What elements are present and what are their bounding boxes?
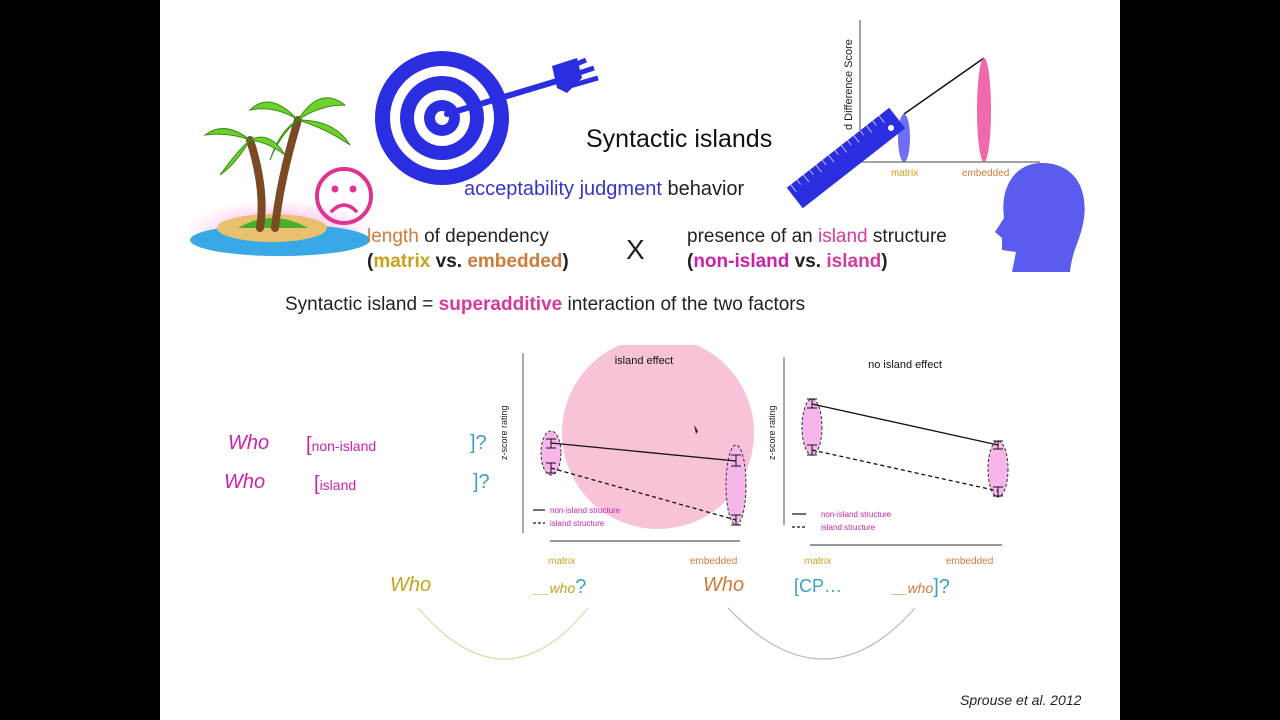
bottom-who-1: Who bbox=[390, 574, 432, 596]
factor-island: presence of an island structure bbox=[687, 226, 947, 248]
difference-score-y-label: d Difference Score bbox=[843, 39, 855, 130]
island-label: island bbox=[319, 477, 357, 493]
example-island: Who bbox=[224, 471, 265, 494]
factor-length-levels: (matrix vs. embedded) bbox=[367, 251, 569, 273]
no-island-legend-solid: non-island structure bbox=[821, 510, 892, 519]
island-suffix: structure bbox=[872, 226, 947, 247]
dependency-arcs bbox=[417, 607, 916, 660]
level-island: island bbox=[826, 251, 882, 272]
paren-close: ) bbox=[562, 251, 569, 272]
no-island-chart-title: no island effect bbox=[868, 359, 942, 371]
difference-score-chart: d Difference Score matrix embedded bbox=[843, 20, 1040, 179]
top-chart-matrix-tick: matrix bbox=[891, 168, 918, 179]
island-bracket: [island bbox=[314, 473, 356, 496]
bottom-cp-bracket: [CP… bbox=[794, 576, 843, 596]
citation: Sprouse et al. 2012 bbox=[960, 692, 1082, 708]
open-bracket: [ bbox=[314, 473, 320, 495]
subtitle-rest: behavior bbox=[667, 178, 745, 200]
dependency-arc-1 bbox=[417, 607, 589, 660]
island-prefix: presence of an bbox=[687, 226, 813, 247]
highlight-circle bbox=[562, 345, 754, 529]
island-chart-y-label: z-score rating bbox=[499, 405, 509, 460]
target-icon bbox=[375, 51, 599, 185]
factor-length: length of dependency bbox=[367, 226, 549, 248]
island-close: ]? bbox=[473, 471, 490, 493]
no-island-chart-matrix-tick: matrix bbox=[804, 556, 831, 567]
subtitle-highlight: acceptability judgment bbox=[464, 178, 662, 200]
subtitle: acceptability judgment behavior bbox=[464, 178, 744, 201]
no-island-legend-dashed: island structure bbox=[821, 523, 876, 532]
paren-close-2: ) bbox=[881, 251, 888, 272]
paren-open: ( bbox=[367, 251, 374, 272]
slide-title: Syntactic islands bbox=[586, 125, 773, 153]
vs-word-2: vs. bbox=[794, 251, 822, 272]
bottom-gap-2: __who]? bbox=[892, 576, 950, 599]
length-rest: of dependency bbox=[424, 226, 549, 247]
island-legend-dashed: island structure bbox=[550, 519, 605, 528]
example-non-island: Who bbox=[228, 432, 269, 455]
no-island-chart-embedded-tick: embedded bbox=[946, 556, 993, 567]
times-symbol: X bbox=[626, 234, 645, 265]
level-non-island: non-island bbox=[693, 251, 790, 272]
island-word: island bbox=[817, 226, 868, 247]
length-word: length bbox=[367, 226, 419, 247]
vs-word: vs. bbox=[435, 251, 463, 272]
definition: Syntactic island = superadditive interac… bbox=[285, 294, 805, 316]
no-island-chart-y-label: z-score rating bbox=[767, 405, 777, 460]
island-chart-embedded-tick: embedded bbox=[690, 556, 737, 567]
non-island-label: non-island bbox=[311, 438, 377, 454]
island-chart-title: island effect bbox=[615, 355, 674, 367]
gap-who-2: __who bbox=[892, 580, 934, 596]
island-legend-solid: non-island structure bbox=[550, 506, 621, 515]
definition-prefix: Syntactic island = bbox=[285, 294, 434, 315]
gap-close-2: ]? bbox=[933, 576, 950, 598]
non-island-bracket: [non-island bbox=[306, 434, 376, 457]
head-icon bbox=[995, 163, 1085, 272]
open-bracket: [ bbox=[306, 434, 312, 456]
island-chart-matrix-tick: matrix bbox=[548, 556, 575, 567]
island-effect-chart: island effect z-score rating non-island … bbox=[499, 345, 754, 567]
gap-question-1: ? bbox=[575, 576, 587, 598]
top-chart-embedded-tick: embedded bbox=[962, 168, 1009, 179]
bottom-gap-1: __who? bbox=[534, 576, 586, 599]
sad-face-icon bbox=[315, 167, 373, 225]
gap-who-1: __who bbox=[534, 580, 576, 596]
no-island-effect-chart: no island effect z-score rating non-isla… bbox=[767, 357, 1009, 567]
slide: Syntactic islands acceptability judgment… bbox=[160, 0, 1120, 720]
definition-suffix: interaction of the two factors bbox=[567, 294, 806, 315]
definition-keyword: superadditive bbox=[438, 294, 563, 315]
who-word: Who bbox=[224, 471, 266, 493]
level-matrix: matrix bbox=[373, 251, 431, 272]
level-embedded: embedded bbox=[467, 251, 563, 272]
non-island-close: ]? bbox=[470, 432, 487, 454]
bottom-who-2: Who bbox=[703, 574, 745, 596]
dependency-arc-2 bbox=[727, 607, 916, 660]
factor-island-levels: (non-island vs. island) bbox=[687, 251, 888, 273]
paren-open-2: ( bbox=[687, 251, 694, 272]
embedded-ellipse bbox=[977, 58, 991, 162]
ruler-icon bbox=[786, 107, 906, 209]
who-word: Who bbox=[228, 432, 270, 454]
